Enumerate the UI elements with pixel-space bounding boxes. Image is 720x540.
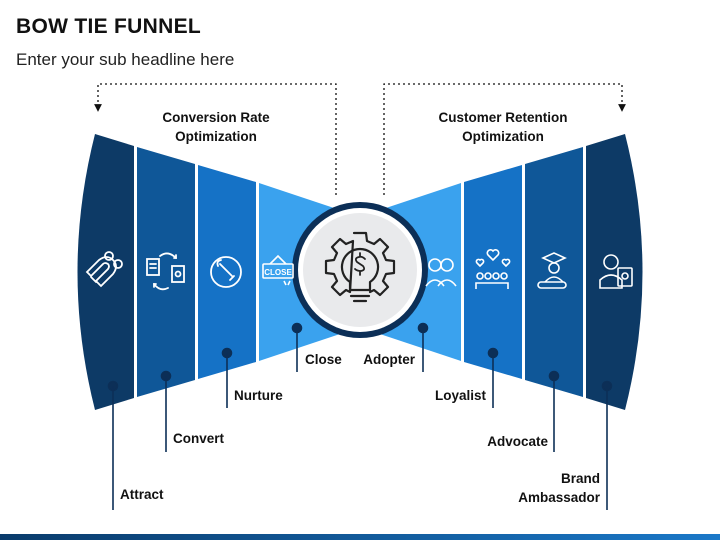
leader-close xyxy=(291,322,303,372)
caption-conversion-rate: Conversion Rate Optimization xyxy=(162,110,270,144)
gear-dollar-lightbulb-icon xyxy=(324,231,396,303)
person-badge-icon xyxy=(599,254,633,289)
document-exchange-icon xyxy=(146,252,185,291)
label-advocate: Advocate xyxy=(487,434,548,449)
label-brand-ambassador: Brand Ambassador xyxy=(518,471,600,505)
leader-loyalist xyxy=(487,347,499,408)
leader-advocate xyxy=(548,370,560,452)
band-loyalist xyxy=(464,165,522,379)
center-hub-inner xyxy=(303,213,417,327)
graduate-diploma-icon xyxy=(537,252,567,289)
label-adopter: Adopter xyxy=(363,352,415,367)
leader-nurture xyxy=(221,347,233,408)
leader-adopter xyxy=(417,322,429,372)
leader-convert xyxy=(160,370,172,452)
label-nurture: Nurture xyxy=(234,388,283,403)
magnet-dollar-icon xyxy=(85,251,123,288)
band-convert xyxy=(137,147,195,397)
hand-wrench-icon xyxy=(210,256,242,288)
svg-text:CLOSE: CLOSE xyxy=(264,268,292,277)
couple-icon xyxy=(425,258,457,287)
footer-bar xyxy=(0,534,720,540)
band-advocate xyxy=(525,147,583,397)
close-sign-icon: CLOSE xyxy=(262,254,294,286)
right-dotted-arrow xyxy=(383,83,626,195)
label-loyalist: Loyalist xyxy=(434,388,486,403)
label-convert: Convert xyxy=(173,431,225,446)
page-subtitle: Enter your sub headline here xyxy=(16,50,235,69)
caption-customer-retention: Customer Retention Optimization xyxy=(438,110,568,144)
label-close: Close xyxy=(305,352,342,367)
leader-attract xyxy=(107,380,119,510)
label-attract: Attract xyxy=(120,487,164,502)
leader-brand-ambassador xyxy=(601,380,613,510)
page-title: BOW TIE FUNNEL xyxy=(16,15,202,38)
left-dotted-arrow xyxy=(94,83,337,195)
hearts-community-icon xyxy=(475,249,511,289)
band-brand-ambassador xyxy=(586,134,643,410)
